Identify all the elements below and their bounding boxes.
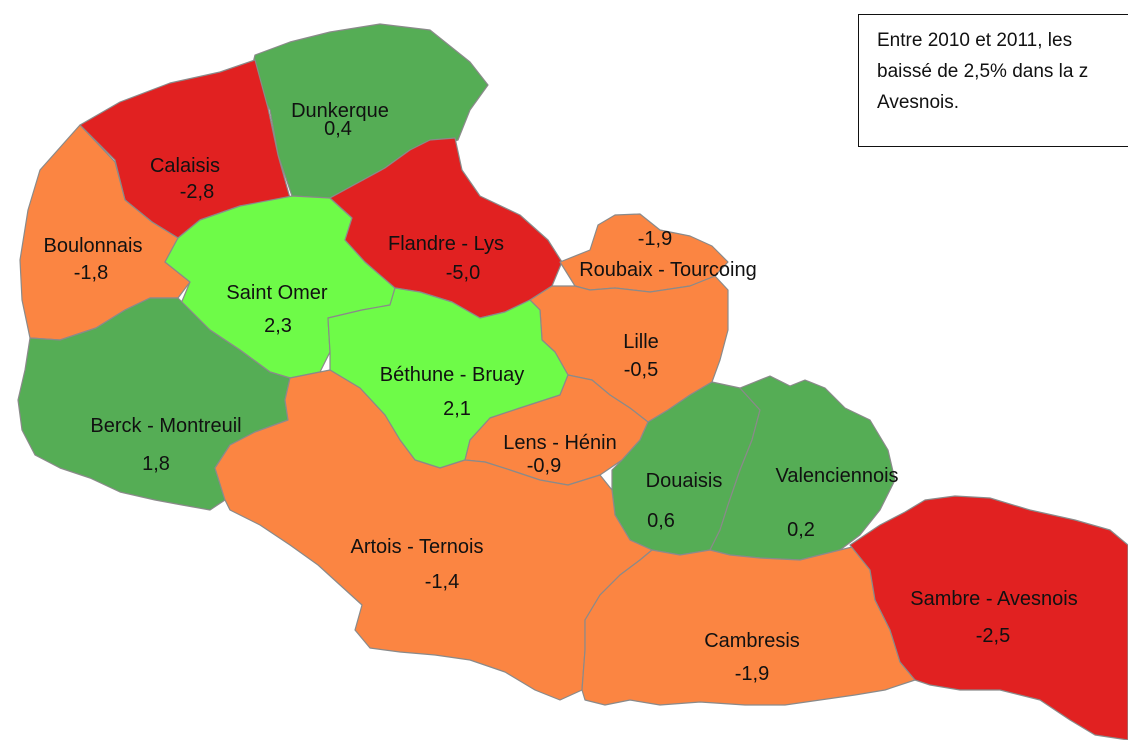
note-line-3: Avesnois. (877, 92, 960, 113)
zone-label-lille: Lille (623, 331, 659, 353)
zone-label-roubaix-tourcoing: Roubaix - Tourcoing (579, 259, 757, 281)
zone-value-calaisis: -2,8 (180, 181, 214, 203)
zone-label-berck-montreuil: Berck - Montreuil (90, 415, 241, 437)
zone-value-lens-henin: -0,9 (527, 455, 561, 477)
zone-value-dunkerque: 0,4 (324, 118, 352, 140)
zone-value-saint-omer: 2,3 (264, 315, 292, 337)
zone-value-valenciennois: 0,2 (787, 519, 815, 541)
zone-value-cambresis: -1,9 (735, 663, 769, 685)
zone-value-flandre-lys: -5,0 (446, 262, 480, 284)
zone-flandre-lys[interactable] (329, 137, 563, 319)
zone-value-boulonnais: -1,8 (74, 262, 108, 284)
note-line-2: baissé de 2,5% dans la z (877, 61, 1089, 82)
zone-cambresis[interactable] (581, 544, 916, 706)
zone-valenciennois[interactable] (709, 375, 896, 561)
zone-label-lens-henin: Lens - Hénin (503, 432, 616, 454)
note-box: Entre 2010 et 2011, les baissé de 2,5% d… (858, 14, 1128, 147)
zone-value-berck-montreuil: 1,8 (142, 453, 170, 475)
zone-label-saint-omer: Saint Omer (226, 282, 327, 304)
zone-value-douaisis: 0,6 (647, 510, 675, 532)
zone-value-lille: -0,5 (624, 359, 658, 381)
zone-value-sambre-avesnois: -2,5 (976, 625, 1010, 647)
zone-label-douaisis: Douaisis (646, 470, 723, 492)
zone-label-sambre-avesnois: Sambre - Avesnois (910, 588, 1078, 610)
zone-label-boulonnais: Boulonnais (44, 235, 143, 257)
zone-sambre-avesnois[interactable] (849, 495, 1128, 740)
zone-label-calaisis: Calaisis (150, 155, 220, 177)
zone-value-artois-ternois: -1,4 (425, 571, 459, 593)
zone-label-flandre-lys: Flandre - Lys (388, 233, 504, 255)
zone-label-dunkerque: Dunkerque (291, 100, 389, 122)
zone-value-bethune-bruay: 2,1 (443, 398, 471, 420)
zone-label-cambresis: Cambresis (704, 630, 800, 652)
zone-label-bethune-bruay: Béthune - Bruay (380, 364, 525, 386)
zone-label-valenciennois: Valenciennois (775, 465, 898, 487)
note-line-1: Entre 2010 et 2011, les (877, 30, 1073, 51)
zone-value-roubaix-tourcoing: -1,9 (638, 228, 672, 250)
zone-label-artois-ternois: Artois - Ternois (350, 536, 483, 558)
